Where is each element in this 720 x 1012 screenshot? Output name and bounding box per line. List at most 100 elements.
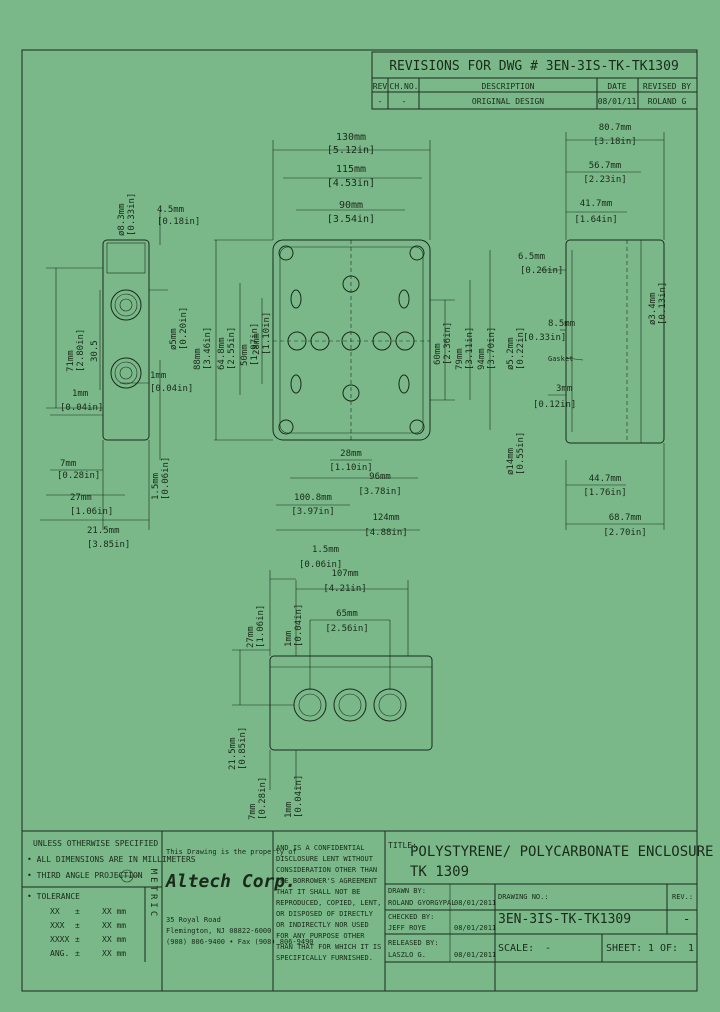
- tb-note-2: • THIRD ANGLE PROJECTION: [27, 871, 143, 880]
- tb-sheet-label: SHEET:: [606, 943, 642, 954]
- tb-subtitle: TK 1309: [410, 864, 469, 880]
- tb-tol-sym-2: ±: [75, 935, 80, 944]
- front-width-overall: 130mm: [336, 132, 366, 143]
- bottom-view: 1.5mm [0.06in] 107mm [4.21in] 65mm [2.56…: [228, 545, 433, 820]
- front-right-2-in: [3.11in]: [465, 327, 475, 370]
- rev-row-chno: -: [402, 97, 407, 106]
- tb-tol-v-0: XX mm: [102, 907, 126, 916]
- tb-address-3: (908) 806-9400 • Fax (908) 806-9490: [166, 938, 314, 946]
- bottom-d107-in: [4.21in]: [323, 584, 366, 594]
- tb-tol-k-3: ANG.: [50, 949, 69, 958]
- tb-drawing-no-label: DRAWING NO.:: [498, 893, 549, 901]
- front-width-1-in: [4.53in]: [327, 178, 375, 189]
- right-d34-in: [0.13in]: [658, 282, 668, 325]
- right-d3-in: [0.12in]: [533, 400, 576, 410]
- rev-header-revised-by: REVISED BY: [643, 82, 691, 91]
- front-bottom-4: 124mm: [372, 513, 399, 523]
- front-bottom-3-in: [3.97in]: [291, 507, 334, 517]
- tb-checked-by: JEFF ROYE: [388, 924, 426, 932]
- front-bottom-2: 96mm: [369, 472, 391, 482]
- front-height-2-in: [1.97in]: [250, 323, 260, 366]
- rev-header-chno: CH.NO.: [390, 82, 419, 91]
- rev-header-rev: REV: [373, 82, 388, 91]
- revision-table: REVISIONS FOR DWG # 3EN-3IS-TK-TK1309 RE…: [371, 51, 698, 110]
- front-height-1: 64.8mm: [217, 337, 227, 370]
- bottom-d107: 107mm: [331, 569, 358, 579]
- front-bottom-2-in: [3.78in]: [358, 487, 401, 497]
- bottom-d1-in: [0.04in]: [294, 604, 304, 647]
- right-d417: 41.7mm: [580, 199, 613, 209]
- left-h71: 71mm: [66, 350, 76, 372]
- left-hole-dim: ø8.3mm: [117, 203, 127, 236]
- right-d567-in: [2.23in]: [583, 175, 626, 185]
- bottom-d215-in: [0.85in]: [238, 727, 248, 770]
- tb-tol-v-1: XX mm: [102, 921, 126, 930]
- right-d567: 56.7mm: [589, 161, 622, 171]
- bottom-d65: 65mm: [336, 609, 358, 619]
- tb-of-label: OF:: [660, 943, 678, 954]
- rev-row-date: 08/01/11: [598, 97, 637, 106]
- front-right-3: 94mm: [477, 348, 487, 370]
- right-d85: 8.5mm: [548, 319, 575, 329]
- rev-row-description: ORIGINAL DESIGN: [472, 97, 544, 106]
- front-right-1: 60mm: [433, 343, 443, 365]
- left-wall-dim-in: [0.18in]: [157, 217, 200, 227]
- tb-tol-sym-3: ±: [75, 949, 80, 958]
- left-side-view: ø8.3mm [0.33in] 4.5mm [0.18in] 71mm [2.8…: [40, 193, 200, 550]
- right-d65: 6.5mm: [518, 252, 545, 262]
- bottom-d7: 7mm: [248, 804, 258, 820]
- bottom-d1: 1mm: [284, 631, 294, 647]
- left-b7: 7mm: [60, 459, 76, 469]
- right-1mm-in: [0.04in]: [150, 384, 193, 394]
- tb-rev-label: REV.:: [672, 893, 693, 901]
- right-d807-in: [3.18in]: [593, 137, 636, 147]
- tb-released-date: 08/01/2011: [454, 951, 496, 959]
- right-d447: 44.7mm: [589, 474, 622, 484]
- bottom-d1b-in: [0.04in]: [294, 775, 304, 818]
- right-d85-in: [0.33in]: [523, 333, 566, 343]
- tb-sheet: 1: [648, 943, 654, 954]
- left-h5-in: [0.20in]: [179, 307, 189, 350]
- left-b7-in: [0.28in]: [57, 471, 100, 481]
- left-b215: 21.5mm: [87, 526, 120, 536]
- left-wall-dim: 4.5mm: [157, 205, 184, 215]
- front-bottom-4-in: [4.88in]: [364, 528, 407, 538]
- altech-logo: Altech Corp.: [165, 871, 296, 892]
- tb-drawn-label: DRAWN BY:: [388, 887, 426, 895]
- tb-scale: -: [545, 943, 551, 954]
- bottom-d65-in: [2.56in]: [325, 624, 368, 634]
- rev-row-rev: -: [378, 97, 383, 106]
- front-width-2: 90mm: [339, 200, 363, 211]
- left-b215-in: [3.85in]: [87, 540, 130, 550]
- tb-unless: UNLESS OTHERWISE SPECIFIED: [33, 839, 158, 848]
- left-b15-in: [0.06in]: [161, 457, 171, 500]
- right-d52: ø5.2mm: [506, 337, 516, 370]
- front-height-2: 50mm: [240, 344, 250, 366]
- tb-tol-k-1: XXX: [50, 921, 65, 930]
- right-gasket: Gasket: [548, 355, 573, 363]
- left-b27: 27mm: [70, 493, 92, 503]
- left-1mm: 1mm: [72, 389, 88, 399]
- bottom-d15-in: [0.06in]: [299, 560, 342, 570]
- bottom-d27-in: [1.06in]: [256, 605, 266, 648]
- front-height-3: 28mm: [252, 333, 262, 355]
- tb-address-2: Flemington, NJ 08822-6000: [166, 927, 271, 935]
- title-block: UNLESS OTHERWISE SPECIFIED • ALL DIMENSI…: [21, 830, 713, 992]
- rev-row-revised-by: ROLAND G: [648, 97, 687, 106]
- front-right-1-in: [2.36in]: [443, 322, 453, 365]
- tb-released-label: RELEASED BY:: [388, 939, 439, 947]
- third-angle-projection-icon: [117, 869, 140, 883]
- tb-legal-box: AND IS A CONFIDENTIAL DISCLOSURE LENT WI…: [276, 844, 382, 962]
- tb-metric: METRIC: [148, 869, 158, 920]
- right-d687: 68.7mm: [609, 513, 642, 523]
- front-width-1: 115mm: [336, 164, 366, 175]
- front-width-overall-in: [5.12in]: [327, 145, 375, 156]
- left-h71-in: [2.80in]: [76, 329, 86, 372]
- front-height-overall: 88mm: [193, 348, 203, 370]
- bottom-d1b: 1mm: [284, 802, 294, 818]
- front-bottom-1: 28mm: [340, 449, 362, 459]
- right-d3: 3mm: [556, 384, 572, 394]
- tb-legal: AND IS A CONFIDENTIAL DISCLOSURE LENT WI…: [276, 844, 382, 962]
